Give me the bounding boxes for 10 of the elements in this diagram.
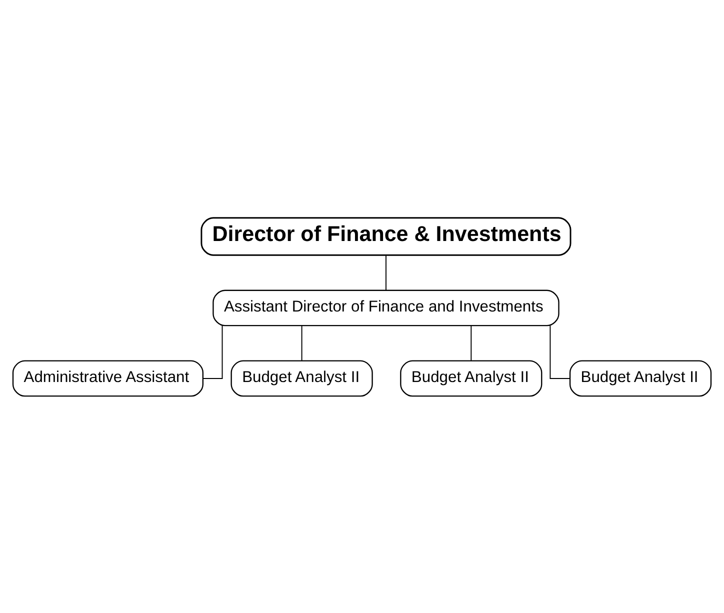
- node-box: Assistant Director of Finance and Investments: [212, 289, 560, 326]
- node-box: Budget Analyst II: [569, 360, 712, 396]
- connector: [470, 324, 472, 360]
- node-box: Administrative Assistant: [12, 360, 204, 396]
- connector: [550, 324, 570, 378]
- node-box: Director of Finance & Investments: [200, 216, 572, 256]
- connector: [301, 324, 302, 360]
- node-box: Budget Analyst II: [230, 360, 373, 396]
- connector: [202, 324, 223, 378]
- node-box: Budget Analyst II: [400, 360, 542, 396]
